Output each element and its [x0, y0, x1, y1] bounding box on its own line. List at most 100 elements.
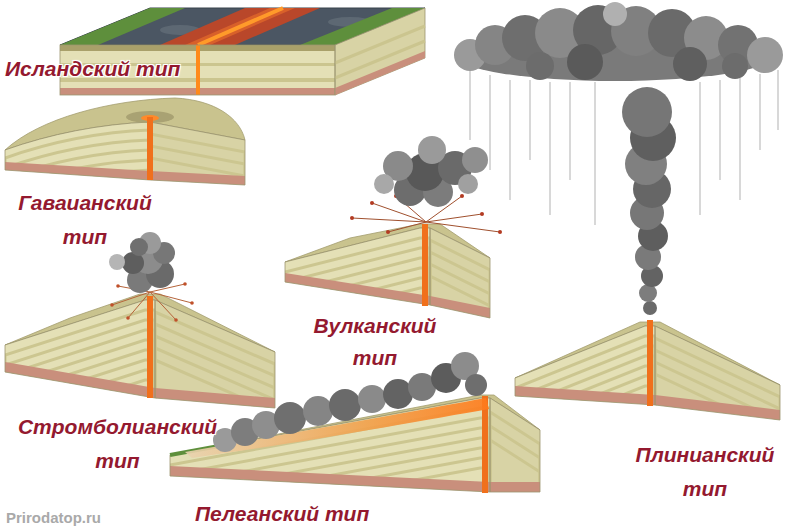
shield-side [150, 122, 245, 221]
ash-fallout [470, 70, 778, 225]
rock-layer [430, 276, 490, 366]
fallout-streak [549, 82, 550, 215]
cloud-puff [526, 52, 554, 80]
rock-layer [490, 440, 540, 531]
eruption-cloud [109, 232, 175, 293]
fallout-streak [699, 82, 700, 215]
dyke [196, 45, 200, 95]
spark [126, 316, 130, 320]
cone-strata [515, 326, 655, 465]
cloud-puff [358, 385, 386, 413]
cloud-puff [673, 47, 707, 81]
ash-cloud [213, 352, 487, 452]
cone-side [430, 228, 490, 366]
block-outline [285, 228, 430, 305]
rock-layer [515, 326, 655, 405]
iceland-block [60, 8, 425, 95]
cloud-puff [643, 301, 657, 315]
base-layer [430, 296, 490, 319]
fissure [198, 8, 283, 45]
cloud-puff [462, 147, 488, 173]
sparks [110, 282, 194, 322]
spark [183, 282, 187, 286]
cloud-puff [109, 254, 125, 270]
fallout-streak [469, 70, 470, 140]
fallout-streak [594, 82, 595, 225]
conduit [147, 117, 153, 180]
label-slot: Гаваианский тип [5, 186, 165, 253]
label-slot: Пелеанский тип [195, 501, 435, 526]
cloud-puff [603, 2, 627, 26]
fallout-streak [569, 82, 570, 180]
label-slot: Стромболианский тип [15, 410, 220, 477]
label-slot: Плинианский тип [625, 438, 785, 505]
rock-layer [150, 158, 245, 221]
base-layer [655, 395, 780, 421]
type-label: Стромболианский тип [15, 410, 220, 477]
watermark: Prirodatop.ru [6, 509, 166, 527]
ejecta-trail [388, 222, 426, 232]
ejecta-trail [426, 214, 482, 222]
conduit [422, 224, 428, 306]
ejecta-trails [352, 196, 500, 232]
spark-trail [150, 292, 192, 303]
spark-trail [150, 292, 176, 320]
conduit [482, 396, 488, 493]
rock-layer [170, 458, 490, 531]
spark [110, 303, 114, 307]
rock-layer [515, 336, 655, 415]
base-layer [335, 51, 425, 95]
rock-layer [655, 326, 780, 420]
rock-layer [150, 146, 245, 209]
base-layer [515, 386, 655, 406]
fallout-streak [529, 80, 530, 160]
base-layer [170, 466, 490, 493]
bomb [460, 194, 464, 198]
type-label: Вулканский тип [300, 310, 450, 373]
base-layer [150, 171, 245, 186]
cone-strata [285, 228, 430, 365]
fallout-streak [739, 78, 740, 200]
cloud-puff [130, 238, 148, 256]
ejecta-trail [426, 222, 500, 232]
bomb [350, 216, 354, 220]
cloud-puff [329, 389, 361, 421]
base-layer [155, 388, 275, 409]
fallout-streak [489, 75, 490, 170]
plinian-volcano [454, 2, 783, 468]
base-layer [285, 273, 430, 306]
rock-layer [155, 312, 275, 420]
cone-side [490, 398, 540, 531]
fallout-streak [759, 74, 760, 150]
block-outline [5, 300, 155, 398]
type-label: Исландский тип [5, 56, 245, 81]
fallout-streak [509, 80, 510, 200]
cloud-puff [622, 87, 672, 137]
rock-layer [5, 140, 150, 198]
label-slot: Исландский тип [5, 56, 245, 81]
rock-layer [515, 346, 655, 425]
bomb [480, 212, 484, 216]
conduit [147, 296, 153, 398]
block-outline [150, 122, 245, 185]
label-slot: Вулканский тип [300, 310, 450, 373]
type-label: Гаваианский тип [5, 186, 165, 253]
block-outline [515, 326, 655, 405]
type-label: Плинианский тип [625, 438, 785, 505]
ejecta-trail [352, 218, 426, 222]
rock-layer [430, 228, 490, 318]
base-layer [5, 362, 155, 399]
cloud-puff [418, 136, 446, 164]
spark [174, 318, 178, 322]
spark-trails [112, 284, 192, 320]
conduit [647, 320, 653, 406]
pelean-volcano [170, 352, 540, 531]
label-slot: Prirodatop.ru [6, 509, 166, 527]
rock-layer [490, 426, 540, 520]
spark-trail [128, 292, 150, 318]
spark [116, 284, 120, 288]
rock-layer [655, 350, 780, 444]
bomb [498, 230, 502, 234]
